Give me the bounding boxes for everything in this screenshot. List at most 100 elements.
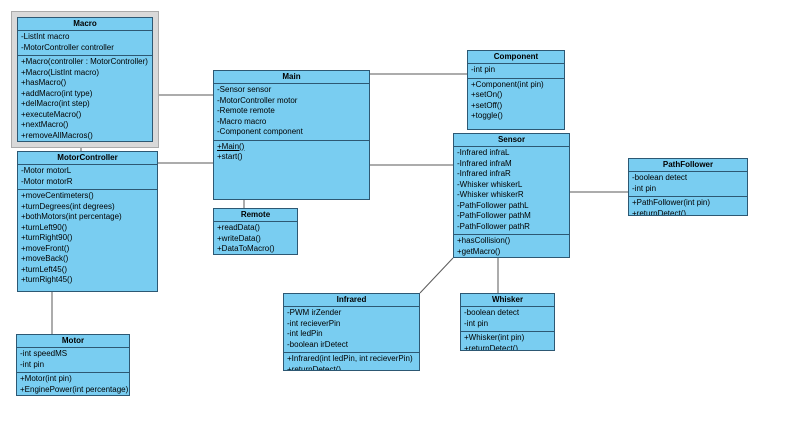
attribute-row: -PathFollower pathR: [457, 221, 530, 231]
class-attributes-path-follower: -boolean detect-int pin: [629, 172, 747, 197]
class-title-sensor: Sensor: [454, 134, 569, 147]
class-methods-main: +Main()+start(): [214, 141, 369, 200]
class-attributes-sensor: -Infrared infraL-Infrared infraM-Infrare…: [454, 147, 569, 235]
class-methods-path-follower: +PathFollower(int pin)+returnDetect(): [629, 197, 747, 215]
class-title-motor-controller: MotorController: [18, 152, 157, 165]
attribute-row: -Remote remote: [217, 106, 275, 115]
class-main[interactable]: Main-Sensor sensor-MotorController motor…: [213, 70, 370, 200]
method-row: +Component(int pin): [471, 79, 544, 89]
attribute-row: -MotorController controller: [21, 42, 114, 52]
attribute-row: -PWM irZender: [287, 308, 342, 317]
class-attributes-motor-controller: -Motor motorL-Motor motorR: [18, 165, 157, 190]
attribute-row: -Component component: [217, 127, 303, 136]
method-row: +hasMacro(): [21, 78, 67, 87]
attribute-row: -Motor motorR: [21, 176, 73, 186]
method-row: +moveCentimeters(): [21, 191, 94, 200]
class-methods-infrared: +Infrared(int ledPin, int recieverPin)+r…: [284, 353, 419, 371]
class-title-path-follower: PathFollower: [629, 159, 747, 172]
method-row: +moveFront(): [21, 243, 70, 253]
attribute-row: -int speedMS: [20, 349, 68, 358]
class-attributes-main: -Sensor sensor-MotorController motor-Rem…: [214, 84, 369, 141]
method-row: +setOff(): [471, 100, 503, 110]
class-macro[interactable]: Macro-ListInt macro-MotorController cont…: [17, 17, 153, 142]
attribute-row: -int pin: [632, 183, 657, 193]
class-methods-sensor: +hasCollision()+getMacro(): [454, 235, 569, 257]
attribute-row: -Infrared infraL: [457, 148, 510, 157]
class-path-follower[interactable]: PathFollower-boolean detect-int pin+Path…: [628, 158, 748, 216]
method-row: +turnRight90(): [21, 233, 73, 242]
attribute-row: -ListInt macro: [21, 32, 70, 41]
method-row: +turnRight45(): [21, 275, 73, 284]
class-attributes-component: -int pin: [468, 64, 564, 79]
method-row: +DataToMacro(): [217, 244, 275, 253]
method-row: +Motor(int pin): [20, 374, 72, 383]
attribute-row: -Infrared infraM: [457, 158, 512, 168]
class-component[interactable]: Component-int pin+Component(int pin)+set…: [467, 50, 565, 130]
class-remote[interactable]: Remote+readData()+writeData()+DataToMacr…: [213, 208, 298, 255]
class-methods-motor-controller: +moveCentimeters()+turnDegrees(int degre…: [18, 190, 157, 291]
attribute-row: -int pin: [20, 359, 45, 369]
attribute-row: -Infrared infraR: [457, 169, 511, 178]
class-attributes-motor: -int speedMS-int pin: [17, 348, 129, 373]
class-infrared[interactable]: Infrared-PWM irZender-int recieverPin-in…: [283, 293, 420, 371]
method-row: +returnDetect(): [464, 343, 519, 351]
method-row: +start(): [217, 152, 243, 161]
class-attributes-infrared: -PWM irZender-int recieverPin-int ledPin…: [284, 307, 419, 353]
attribute-row: -int recieverPin: [287, 318, 341, 328]
method-row: +setOn(): [471, 90, 503, 99]
method-row: +turnLeft90(): [21, 222, 68, 232]
class-methods-remote: +readData()+writeData()+DataToMacro(): [214, 222, 297, 254]
class-attributes-whisker: -boolean detect-int pin: [461, 307, 554, 332]
method-row: +nextMacro(): [21, 120, 69, 129]
method-row: +getMacro(): [457, 246, 501, 256]
class-title-whisker: Whisker: [461, 294, 554, 307]
attribute-row: -PathFollower pathM: [457, 211, 531, 220]
attribute-row: -int pin: [471, 65, 496, 74]
connector-sensor-infrared: [419, 257, 454, 294]
attribute-row: -Macro macro: [217, 116, 267, 126]
class-title-component: Component: [468, 51, 564, 64]
attribute-row: -Motor motorL: [21, 166, 72, 175]
attribute-row: -Whisker whiskerL: [457, 179, 523, 189]
class-title-main: Main: [214, 71, 369, 84]
method-row: +writeData(): [217, 233, 261, 243]
method-row: +Infrared(int ledPin, int recieverPin): [287, 354, 413, 363]
attribute-row: -boolean detect: [464, 308, 520, 317]
attribute-row: -boolean irDetect: [287, 339, 348, 349]
method-row: +readData(): [217, 223, 260, 232]
class-title-motor: Motor: [17, 335, 129, 348]
attribute-row: -Sensor sensor: [217, 85, 272, 94]
method-row: +Macro(ListInt macro): [21, 67, 100, 77]
class-motor-controller[interactable]: MotorController-Motor motorL-Motor motor…: [17, 151, 158, 292]
attribute-row: -int pin: [464, 318, 489, 328]
method-row: +EnginePower(int percentage): [20, 384, 129, 394]
method-row: +Macro(controller : MotorController): [21, 57, 148, 66]
method-row: +toggle(): [471, 111, 503, 120]
attribute-row: -PathFollower pathL: [457, 200, 529, 210]
attribute-row: -boolean detect: [632, 173, 688, 182]
class-sensor[interactable]: Sensor-Infrared infraL-Infrared infraM-I…: [453, 133, 570, 258]
method-row: +returnDetect(): [287, 364, 342, 371]
method-row: +bothMotors(int percentage): [21, 212, 122, 221]
class-methods-component: +Component(int pin)+setOn()+setOff()+tog…: [468, 79, 564, 130]
method-row: +turnDegrees(int degrees): [21, 201, 115, 211]
class-methods-motor: +Motor(int pin)+EnginePower(int percenta…: [17, 373, 129, 395]
class-whisker[interactable]: Whisker-boolean detect-int pin+Whisker(i…: [460, 293, 555, 351]
method-row: +hasCollision(): [457, 236, 511, 245]
class-methods-macro: +Macro(controller : MotorController)+Mac…: [18, 56, 152, 141]
class-title-infrared: Infrared: [284, 294, 419, 307]
method-row: +PathFollower(int pin): [632, 198, 711, 207]
class-methods-whisker: +Whisker(int pin)+returnDetect(): [461, 332, 554, 351]
method-row: +removeAllMacros(): [21, 130, 93, 140]
attribute-row: -MotorController motor: [217, 95, 298, 105]
method-row: +executeMacro(): [21, 109, 82, 119]
class-motor[interactable]: Motor-int speedMS-int pin+Motor(int pin)…: [16, 334, 130, 396]
attribute-row: -Whisker whiskerR: [457, 190, 524, 199]
method-row: +Whisker(int pin): [464, 333, 525, 342]
class-attributes-macro: -ListInt macro-MotorController controlle…: [18, 31, 152, 56]
method-row: +turnLeft45(): [21, 264, 68, 274]
class-title-macro: Macro: [18, 18, 152, 31]
method-row: +moveBack(): [21, 254, 69, 263]
